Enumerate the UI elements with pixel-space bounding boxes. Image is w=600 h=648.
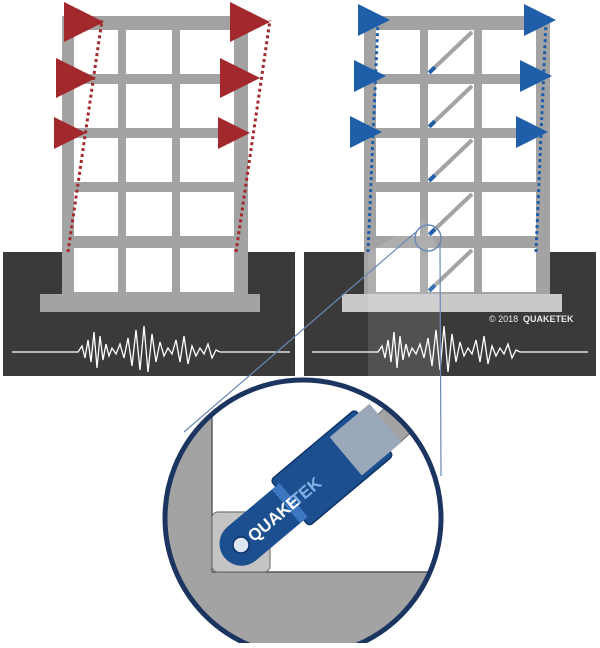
seismic-wave-icon xyxy=(12,325,290,373)
magnifier-callout-icon xyxy=(183,224,442,477)
force-arrow-icon xyxy=(56,2,270,98)
foundation-left xyxy=(40,294,260,312)
damper-brace-icon xyxy=(428,30,474,292)
pivot-pin-icon xyxy=(232,536,250,554)
copyright-brand: QUAKETEK xyxy=(523,314,574,324)
building-with-dampers xyxy=(342,4,562,376)
zoom-detail: QUAKE TEK xyxy=(162,377,444,648)
copyright-text: © 2018 xyxy=(489,314,518,324)
building-without-dampers xyxy=(40,2,272,312)
seismic-wave-icon-right xyxy=(312,325,588,373)
foundation-right xyxy=(342,294,562,312)
